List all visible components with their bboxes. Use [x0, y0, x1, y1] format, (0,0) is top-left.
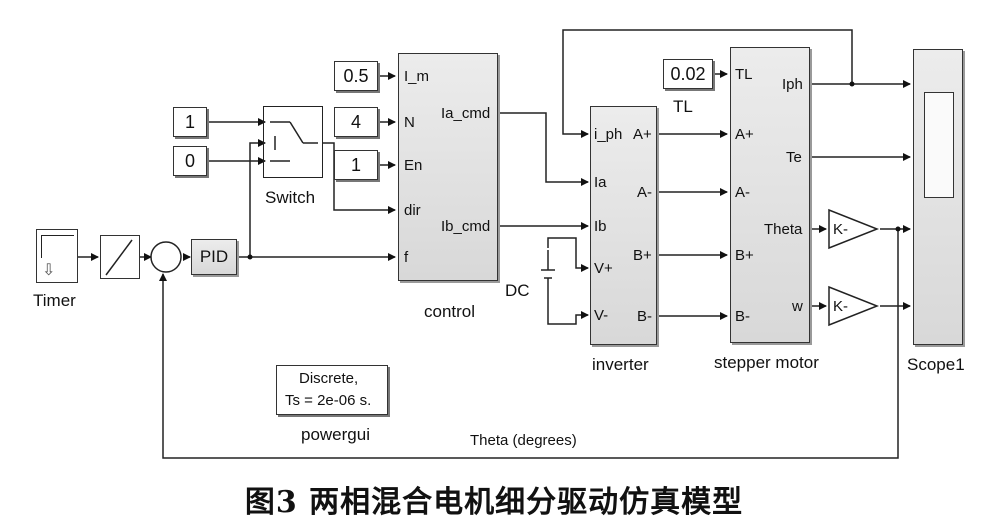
powergui-block: Discrete, Ts = 2e-06 s.	[276, 365, 388, 415]
stepper-port-w: w	[792, 298, 803, 315]
gain1-label: K-	[833, 221, 848, 238]
powergui-line2: Ts = 2e-06 s.	[285, 392, 372, 409]
constant-im: 0.5	[334, 61, 378, 91]
stepper-port-bminus: B-	[735, 308, 750, 325]
gain2-triangle	[828, 285, 880, 327]
gain1-triangle	[828, 208, 880, 250]
control-port-dir: dir	[404, 202, 421, 219]
scope-screen	[924, 92, 954, 198]
dc-label: DC	[505, 281, 530, 300]
control-port-f: f	[404, 249, 409, 266]
feedback-label: Theta (degrees)	[470, 432, 577, 449]
control-label: control	[424, 302, 476, 321]
timer-label: Timer	[33, 291, 76, 310]
wire-iph-loop	[562, 29, 853, 138]
constant-en: 1	[334, 150, 378, 180]
inverter-port-ib: Ib	[594, 218, 607, 235]
stepper-port-bplus: B+	[735, 247, 754, 264]
inverter-port-aplus: A+	[633, 126, 652, 143]
control-port-im: I_m	[404, 68, 430, 85]
control-port-n: N	[404, 114, 415, 131]
sum-circle	[150, 241, 182, 273]
inverter-block	[590, 106, 657, 345]
pid-label: PID	[199, 247, 229, 266]
constant-n: 4	[334, 107, 378, 137]
timer-block: ⇩	[36, 229, 78, 283]
inverter-port-vminus: V-	[594, 307, 609, 324]
gain2-label: K-	[833, 298, 848, 315]
wire-dc-plus	[547, 237, 589, 272]
constant-zero: 0	[173, 146, 207, 176]
wire-feedback	[159, 229, 899, 459]
switch-block	[263, 106, 323, 178]
stepper-label: stepper motor	[714, 353, 819, 372]
powergui-label: powergui	[301, 425, 370, 444]
control-port-ia-cmd: Ia_cmd	[441, 105, 491, 122]
wire-dc-minus	[547, 306, 589, 325]
stepper-port-iph: Iph	[782, 76, 803, 93]
stepper-port-theta: Theta	[764, 221, 803, 238]
inverter-port-bminus: B-	[637, 308, 652, 325]
constant-tl: 0.02	[663, 59, 713, 89]
stepper-port-aminus: A-	[735, 184, 750, 201]
stepper-port-aplus: A+	[735, 126, 754, 143]
timer-icon: ⇩	[42, 262, 56, 279]
stepper-block	[730, 47, 810, 343]
inverter-port-bplus: B+	[633, 247, 652, 264]
inverter-label: inverter	[592, 355, 649, 374]
wire-ia-cmd	[498, 112, 589, 186]
control-port-ib-cmd: Ib_cmd	[441, 218, 491, 235]
figure-caption: 图3 两相混合电机细分驱动仿真模型	[244, 485, 744, 520]
stepper-port-tl: TL	[735, 66, 753, 83]
powergui-line1: Discrete,	[299, 370, 359, 387]
constant-one: 1	[173, 107, 207, 137]
inverter-port-ia: Ia	[594, 174, 607, 191]
switch-label: Switch	[265, 188, 316, 207]
stepper-port-te: Te	[786, 149, 802, 166]
control-port-en: En	[404, 157, 423, 174]
inverter-port-iph: i_ph	[594, 126, 623, 143]
inverter-port-vplus: V+	[594, 260, 613, 277]
inverter-port-aminus: A-	[637, 184, 652, 201]
tl-label: TL	[673, 97, 693, 116]
wire-pid-switch	[249, 139, 266, 257]
control-block	[398, 53, 498, 281]
pid-block: PID	[191, 239, 237, 275]
scope-label: Scope1	[907, 355, 965, 374]
lookup-block	[100, 235, 140, 279]
scope-block	[913, 49, 963, 345]
